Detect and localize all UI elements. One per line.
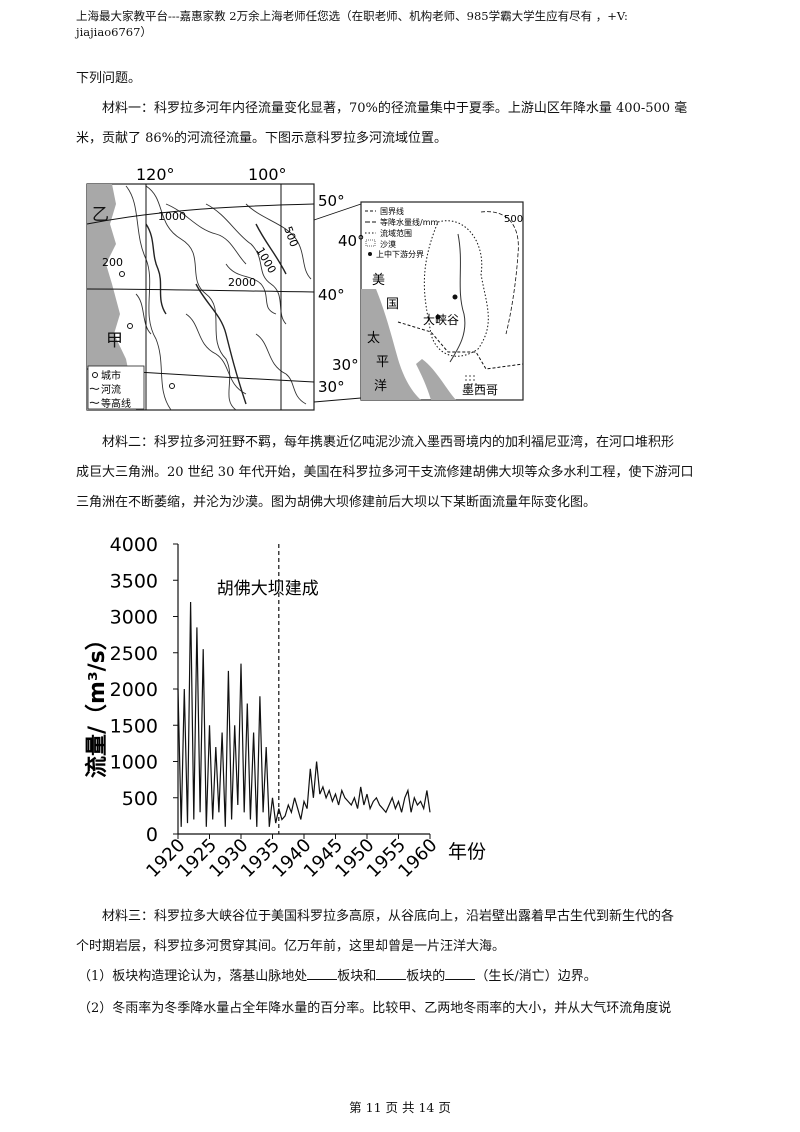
y-tick-label: 2500 [110,643,158,665]
material-1-line-1: 材料一：科罗拉多河年内径流量变化显著，70%的径流量集中于夏季。上游山区年降水量… [102,101,688,116]
lon-label-100: 100° [248,165,287,184]
lon-label-120: 120° [136,165,175,184]
legend-basin: 流域范围 [380,228,412,238]
rivers [145,223,287,405]
desert-dots [465,375,477,385]
material-2-line-2: 成巨大三角洲。20 世纪 30 年代开始，美国在科罗拉多河干支流修建胡佛大坝等众… [76,465,694,480]
dam-annotation: 胡佛大坝建成 [217,579,319,599]
ocean-area [87,184,136,410]
material-1-line-2: 米，贡献了 86%的河流径流量。下图示意科罗拉多河流域位置。 [76,131,448,146]
material-2: 材料二：科罗拉多河狂野不羁，每年携裹近亿吨泥沙流入墨西哥境内的加利福尼亚湾，在河… [76,428,726,518]
legend-reach-boundary: 上中下游分界 [376,249,424,259]
cities [119,271,175,389]
legend-desert: 沙漠 [380,239,396,249]
lat-label-30: 30° [318,378,345,396]
label-pacific-2: 平 [376,355,389,370]
q1-blank-1[interactable] [307,965,338,980]
label-usa-1: 美 [372,273,385,288]
right-lat-label-30: 30° [332,356,359,374]
header-line-1: 上海最大家教平台---嘉惠家教 2万余上海老师任您选（在职老师、机构老师、985… [76,9,628,23]
q1-suffix: （生长/消亡）边界。 [475,969,597,984]
isohyet-line [480,211,519,335]
legend-city: 城市 [101,369,121,382]
legend-border: 国界线 [380,206,404,216]
boundary-point-2 [435,314,441,320]
place-label-jia: 甲 [106,331,123,351]
right-map-legend: 国界线 等降水量线/mm 流域范围 沙漠 上中下游分界 [365,206,438,259]
boundary-point-1 [452,294,458,300]
label-usa-2: 国 [386,297,399,312]
page-footer: 第 11 页 共 14 页 [349,1100,451,1115]
page-header: 上海最大家教平台---嘉惠家教 2万余上海老师任您选（在职老师、机构老师、985… [76,8,736,40]
q1-blank-2[interactable] [376,965,407,980]
y-tick-label: 2000 [110,679,158,701]
basin-boundary [423,220,489,357]
label-mexico: 墨西哥 [462,383,498,397]
y-tick-label: 1500 [110,715,158,737]
flow-series-line [177,601,431,827]
material-2-line-1: 材料二：科罗拉多河狂野不羁，每年携裹近亿吨泥沙流入墨西哥境内的加利福尼亚湾，在河… [102,435,675,450]
contour-label-200: 200 [102,256,123,269]
right-lat-label-40: 40° [338,232,365,250]
legend-contour: 等高线 [101,397,131,410]
y-axis-ticks: 0 500 1000 1500 2000 2500 3000 3500 4000 [110,534,178,846]
question-1: （1）板块构造理论认为，落基山脉地处 板块和 板块的 （生长/消亡）边界。 [78,962,728,992]
q1-prefix: （1）板块构造理论认为，落基山脉地处 [78,969,308,984]
y-tick-label: 0 [146,824,158,846]
y-tick-label: 3000 [110,607,158,629]
label-grand-canyon: 大峡谷 [423,313,459,327]
question-2: （2）冬雨率为冬季降水量占全年降水量的百分率。比较甲、乙两地冬雨率的大小，并从大… [78,1001,672,1016]
y-tick-label: 1000 [110,752,158,774]
material-3-line-2: 个时期岩层，科罗拉多河贯穿其间。亿万年前，这里却曾是一片汪洋大海。 [76,939,506,954]
material-3-line-1: 材料三：科罗拉多大峡谷位于美国科罗拉多高原，从谷底向上，沿岩壁出露着早古生代到新… [102,909,675,924]
right-map: 40° 30° 美 国 大峡谷 太 平 洋 墨西哥 500 国界线 等降水量线/… [332,201,524,401]
legend-isohyet: 等降水量线/mm [380,217,438,227]
flow-chart: 0 500 1000 1500 2000 2500 3000 3500 4000 1920192… [84,534,486,882]
contour-label-2000: 2000 [228,276,256,289]
place-label-yi: 乙 [92,205,109,225]
q1-mid-1: 板块和 [337,969,377,984]
q1-blank-3[interactable] [445,965,476,980]
zoom-connectors [313,203,362,403]
material-3: 材料三：科罗拉多大峡谷位于美国科罗拉多高原，从谷底向上，沿岩壁出露着早古生代到新… [76,902,726,962]
contour-label-1000-a: 1000 [158,210,186,223]
left-map-legend: 城市 河流 等高线 [87,365,145,410]
y-axis-label: 流量/（m³/s） [84,628,110,778]
colorado-river [449,233,466,363]
q1-mid-2: 板块的 [406,969,446,984]
gulf-of-california [416,359,456,400]
y-tick-label: 3500 [110,570,158,592]
material-2-line-3: 三角洲在不断萎缩，并沦为沙漠。图为胡佛大坝修建前后大坝以下某断面流量年际变化图。 [76,495,597,510]
intro-text: 下列问题。 [76,71,142,86]
colorado-river-map: 120° 100° 50° 40° 30° 乙 甲 1000 1000 500 … [86,165,524,411]
label-pacific-1: 太 [367,331,380,346]
lat-label-50: 50° [318,192,345,210]
lat-label-40: 40° [318,286,345,304]
y-tick-label: 4000 [110,534,158,556]
header-line-2: jiajiao6767） [76,25,152,39]
label-pacific-3: 洋 [374,379,387,394]
x-axis-label: 年份 [448,841,486,863]
pacific-ocean [361,289,421,400]
legend-river: 河流 [101,383,121,396]
label-isohyet-500: 500 [504,214,523,225]
left-map: 120° 100° 50° 40° 30° 乙 甲 1000 1000 500 … [86,165,345,411]
y-tick-label: 500 [122,788,158,810]
material-1: 材料一：科罗拉多河年内径流量变化显著，70%的径流量集中于夏季。上游山区年降水量… [76,94,726,154]
